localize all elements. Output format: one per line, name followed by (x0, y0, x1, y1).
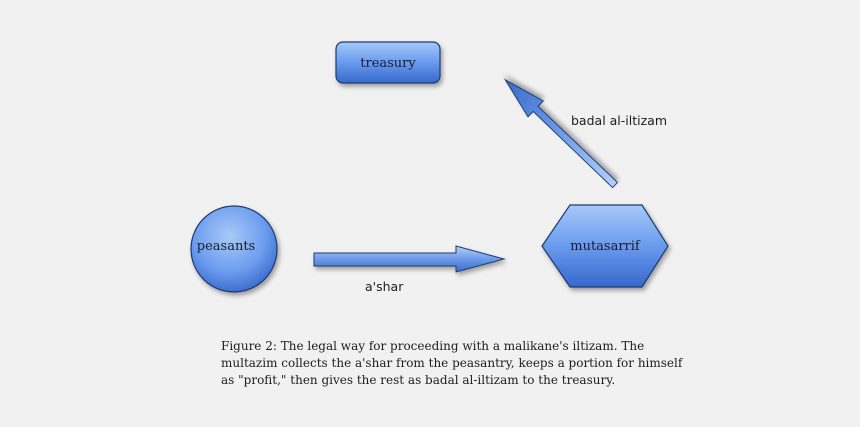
mutasarrif-node: mutasarrif (541, 204, 669, 288)
peasants-label: peasants (197, 239, 255, 254)
caption-line-3: as "profit," then gives the rest as bada… (221, 373, 616, 387)
mutasarrif-label: mutasarrif (570, 239, 641, 254)
peasants-node: peasants (190, 205, 278, 293)
ashar-arrow (313, 245, 506, 273)
figure-caption: Figure 2: The legal way for proceeding w… (221, 338, 691, 389)
caption-line-2: multazim collects the a'shar from the pe… (221, 356, 683, 370)
badal-label: badal al-iltizam (571, 113, 667, 128)
badal-arrow (503, 78, 619, 189)
treasury-label: treasury (360, 56, 416, 71)
caption-line-1: Figure 2: The legal way for proceeding w… (221, 339, 645, 353)
treasury-node: treasury (335, 41, 441, 84)
ashar-label: a'shar (365, 279, 404, 294)
